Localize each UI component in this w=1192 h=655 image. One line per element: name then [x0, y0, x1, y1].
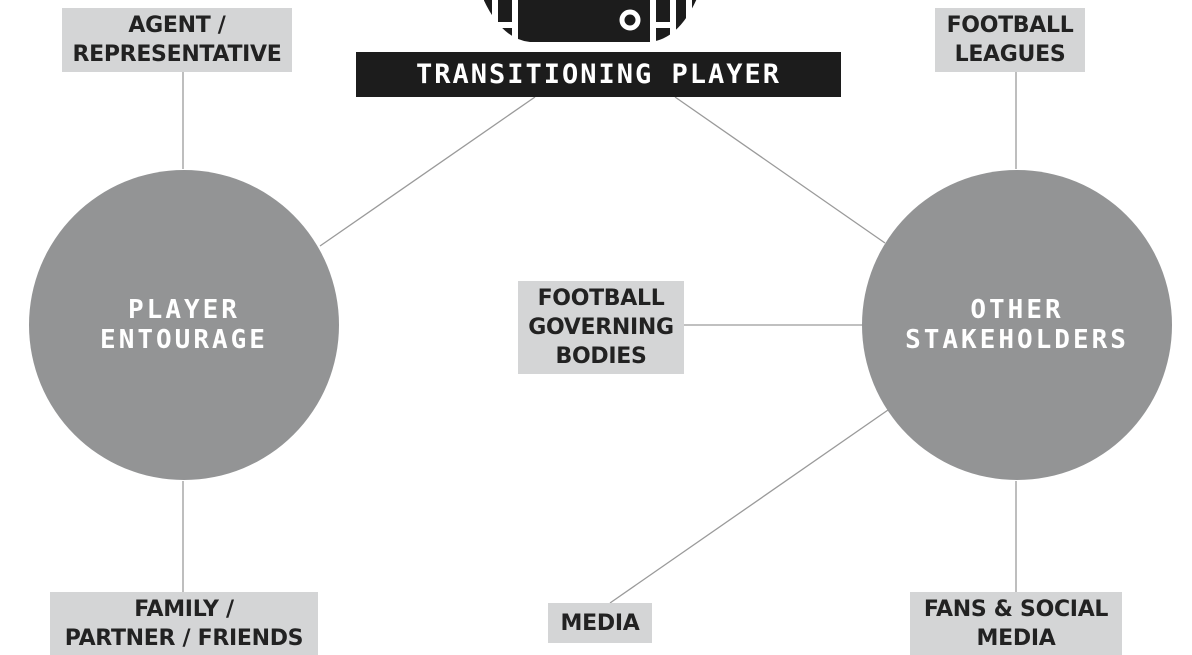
node-football-governing-bodies: FOOTBALL GOVERNING BODIES	[518, 281, 684, 374]
node-fans-line1: FANS & SOCIAL	[923, 596, 1109, 622]
node-agent-representative: AGENT / REPRESENTATIVE	[62, 8, 292, 72]
node-agent-line1: AGENT /	[128, 13, 226, 38]
hub-player-entourage: PLAYER ENTOURAGE	[29, 170, 339, 480]
player-emblem-icon	[478, 0, 697, 42]
node-leagues-line2: LEAGUES	[954, 42, 1066, 67]
node-governing-line1: FOOTBALL	[537, 286, 665, 311]
hub-stakeholders-line2: STAKEHOLDERS	[905, 325, 1129, 355]
node-family-line2: PARTNER / FRIENDS	[64, 625, 304, 651]
node-media-line1: MEDIA	[560, 610, 640, 636]
hub-entourage-line1: PLAYER	[128, 295, 240, 325]
hub-entourage-line2: ENTOURAGE	[100, 325, 268, 355]
node-governing-line2: GOVERNING	[528, 315, 674, 340]
node-family-partner-friends: FAMILY / PARTNER / FRIENDS	[50, 592, 318, 655]
node-family-line1: FAMILY /	[134, 596, 234, 622]
node-fans-line2: MEDIA	[976, 625, 1056, 651]
node-media: MEDIA	[548, 603, 652, 643]
diagram-title: TRANSITIONING PLAYER	[356, 52, 841, 97]
hub-stakeholders-line1: OTHER	[970, 295, 1064, 325]
node-leagues-line1: FOOTBALL	[946, 13, 1074, 38]
connector-title-entourage	[319, 96, 536, 247]
connector-title-stakeholders	[674, 96, 886, 244]
connector-media-stakeholders	[609, 409, 889, 604]
hub-other-stakeholders: OTHER STAKEHOLDERS	[862, 170, 1172, 480]
node-football-leagues: FOOTBALL LEAGUES	[935, 8, 1085, 72]
node-agent-line2: REPRESENTATIVE	[72, 42, 282, 67]
node-fans-social-media: FANS & SOCIAL MEDIA	[910, 592, 1122, 655]
node-governing-line3: BODIES	[555, 344, 647, 369]
